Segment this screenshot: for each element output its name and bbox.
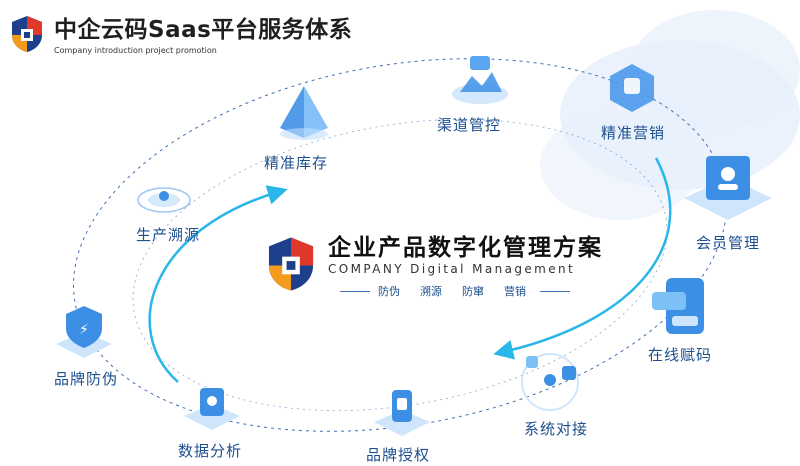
center-logo-icon — [268, 237, 314, 291]
tag-marketing: 营销 — [504, 285, 526, 298]
tag-divider-right — [540, 291, 570, 292]
svg-text:⚡: ⚡ — [79, 322, 89, 338]
node-label-channel-control: 渠道管控 — [436, 116, 502, 134]
header: 中企云码Saas平台服务体系 Company introduction proj… — [0, 0, 800, 64]
center-title: 企业产品数字化管理方案 — [328, 235, 603, 261]
tag-anti-counterfeit: 防伪 — [378, 285, 400, 298]
node-label-online-coding: 在线赋码 — [647, 346, 713, 364]
node-label-precision-marketing: 精准营销 — [600, 124, 666, 142]
right-flow-arrow — [493, 157, 672, 360]
member-icon — [684, 156, 772, 220]
node-label-precision-inventory: 精准库存 — [263, 154, 329, 172]
node-label-system-integration: 系统对接 — [523, 420, 589, 438]
node-label-member-management: 会员管理 — [695, 234, 761, 252]
shield-icon: ⚡ — [56, 306, 112, 358]
node-label-data-analysis: 数据分析 — [177, 442, 243, 460]
page-subtitle: Company introduction project promotion — [54, 46, 217, 55]
node-label-brand-authorization: 品牌授权 — [365, 446, 431, 464]
tag-divider-left — [340, 291, 370, 292]
node-label-brand-anti-counterfeit: 品牌防伪 — [53, 370, 119, 388]
page-title: 中企云码Saas平台服务体系 — [54, 17, 353, 43]
inner-orbit — [132, 118, 668, 412]
center-tag-row: 防伪 溯源 防窜 营销 — [340, 283, 572, 299]
coding-icon — [652, 278, 704, 334]
channel-icon — [452, 56, 508, 104]
center-subtitle: COMPANY Digital Management — [328, 262, 576, 276]
brand-logo-icon — [12, 16, 42, 52]
trace-icon — [137, 187, 191, 213]
marketing-icon — [610, 64, 654, 112]
tag-traceability: 溯源 — [420, 285, 442, 298]
integration-icon — [521, 353, 579, 411]
pyramid-icon — [280, 86, 328, 140]
node-label-production-trace: 生产溯源 — [135, 226, 201, 244]
authorization-icon — [374, 390, 430, 436]
analytics-icon — [184, 388, 240, 430]
left-flow-arrow — [148, 185, 288, 383]
tag-anti-diversion: 防窜 — [462, 285, 484, 298]
